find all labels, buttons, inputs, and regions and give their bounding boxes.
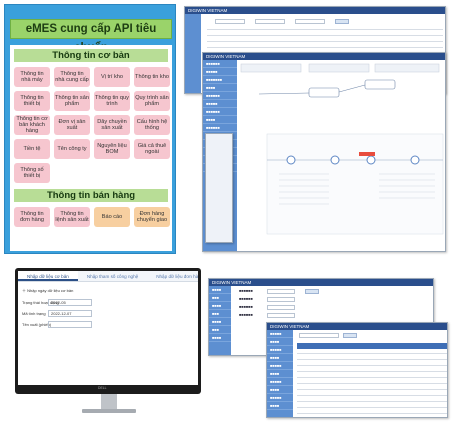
tab-order-data[interactable]: Nhập dữ liệu đơn hàng LS	[156, 274, 198, 279]
add-action-label: Nhập ngày dữ liệu cơ bản	[27, 288, 74, 293]
catalog-title: eMES cung cấp API tiêu chuẩn	[10, 19, 172, 54]
monitor-base	[82, 409, 136, 413]
form-tabs: Nhập dữ liệu cơ bản Nhập tham số công ng…	[18, 271, 198, 282]
brand-logo: DELL	[98, 386, 107, 390]
field-label: Mã tình trạng	[22, 311, 46, 316]
api-item: Thông tin cơ bản khách hàng	[14, 115, 50, 135]
section-basic-info: Thông tin cơ bản	[14, 49, 168, 62]
app-window-front: DIGIWIN VIETNAM ■■■■■■■■■■■■■■■■■■ ■■■■■…	[202, 52, 446, 252]
sidebar: ■■■■■■■■■■■■■■ ■■■■■■■■■■■	[209, 286, 231, 355]
api-item: Vị trí kho	[94, 67, 130, 87]
query-button[interactable]	[305, 289, 319, 294]
api-item: Thông tin thiết bị	[14, 91, 50, 111]
window-brand: DIGIWIN VIETNAM	[270, 324, 310, 329]
api-item: Dây chuyền sản xuất	[94, 115, 130, 135]
monitor: Nhập dữ liệu cơ bản Nhập tham số công ng…	[15, 268, 201, 394]
api-item: Đơn vị sản xuất	[54, 115, 90, 135]
api-item: Thông tin lệnh sản xuất	[54, 207, 90, 227]
api-catalog-panel: eMES cung cấp API tiêu chuẩn Thông tin c…	[4, 4, 176, 254]
api-item: Tên công ty	[54, 139, 90, 159]
code-input[interactable]: 2022-12-07	[48, 310, 92, 317]
window-brand: DIGIWIN VIETNAM	[188, 8, 228, 13]
monitor-screen: Nhập dữ liệu cơ bản Nhập tham số công ng…	[18, 271, 198, 385]
field-label: Trạng thái hoạt động	[22, 300, 59, 305]
api-item: Cấu hình hệ thống	[134, 115, 170, 135]
api-item: Thông tin nhà máy	[14, 67, 50, 87]
section-sales-info: Thông tin bán hàng	[14, 189, 168, 202]
sidebar: ■■■■■■■■■■■■■■■■■■ ■■■■■■■■■■■■■■■■■■ ■■…	[267, 330, 293, 417]
api-item: Giá cả thuê ngoài	[134, 139, 170, 159]
api-item: Tiền tệ	[14, 139, 50, 159]
window-brand: DIGIWIN VIETNAM	[206, 54, 246, 59]
api-item: Thông số thiết bị	[14, 163, 50, 183]
api-item: Thông tin kho	[134, 67, 170, 87]
nested-sidebar	[205, 133, 233, 243]
status-input[interactable]: 2022-05	[48, 299, 92, 306]
api-item: Thông tin đơn hàng	[14, 207, 50, 227]
tab-tech-params[interactable]: Nhập tham số công nghệ	[86, 274, 139, 279]
api-item: Báo cáo	[94, 207, 130, 227]
window-brand: DIGIWIN VIETNAM	[212, 280, 252, 285]
api-item: Thông tin sản phẩm	[54, 91, 90, 111]
sidebar	[185, 14, 201, 93]
process-flow-diagram	[240, 63, 444, 235]
api-item: Quy trình sản phẩm	[134, 91, 170, 111]
field-label: Tên xuất (phiếu)	[22, 322, 52, 327]
table-header	[297, 343, 447, 349]
api-item: Thông tin nhà cung cấp	[54, 67, 90, 87]
api-item: Thông tin quy trình	[94, 91, 130, 111]
app-window-table: DIGIWIN VIETNAM ■■■■■■■■■■■■■■■■■■ ■■■■■…	[266, 322, 448, 418]
api-item: Đơn hàng chuyển giao	[134, 207, 170, 227]
add-action-link[interactable]: ＋ Nhập ngày dữ liệu cơ bản	[22, 288, 74, 293]
search-button[interactable]	[343, 333, 357, 338]
monitor-stand	[101, 394, 117, 410]
api-item: Nguyên liệu BOM	[94, 139, 130, 159]
name-input[interactable]	[48, 321, 92, 328]
tab-basic-data[interactable]: Nhập dữ liệu cơ bản	[18, 271, 78, 281]
search-button[interactable]	[335, 19, 349, 24]
